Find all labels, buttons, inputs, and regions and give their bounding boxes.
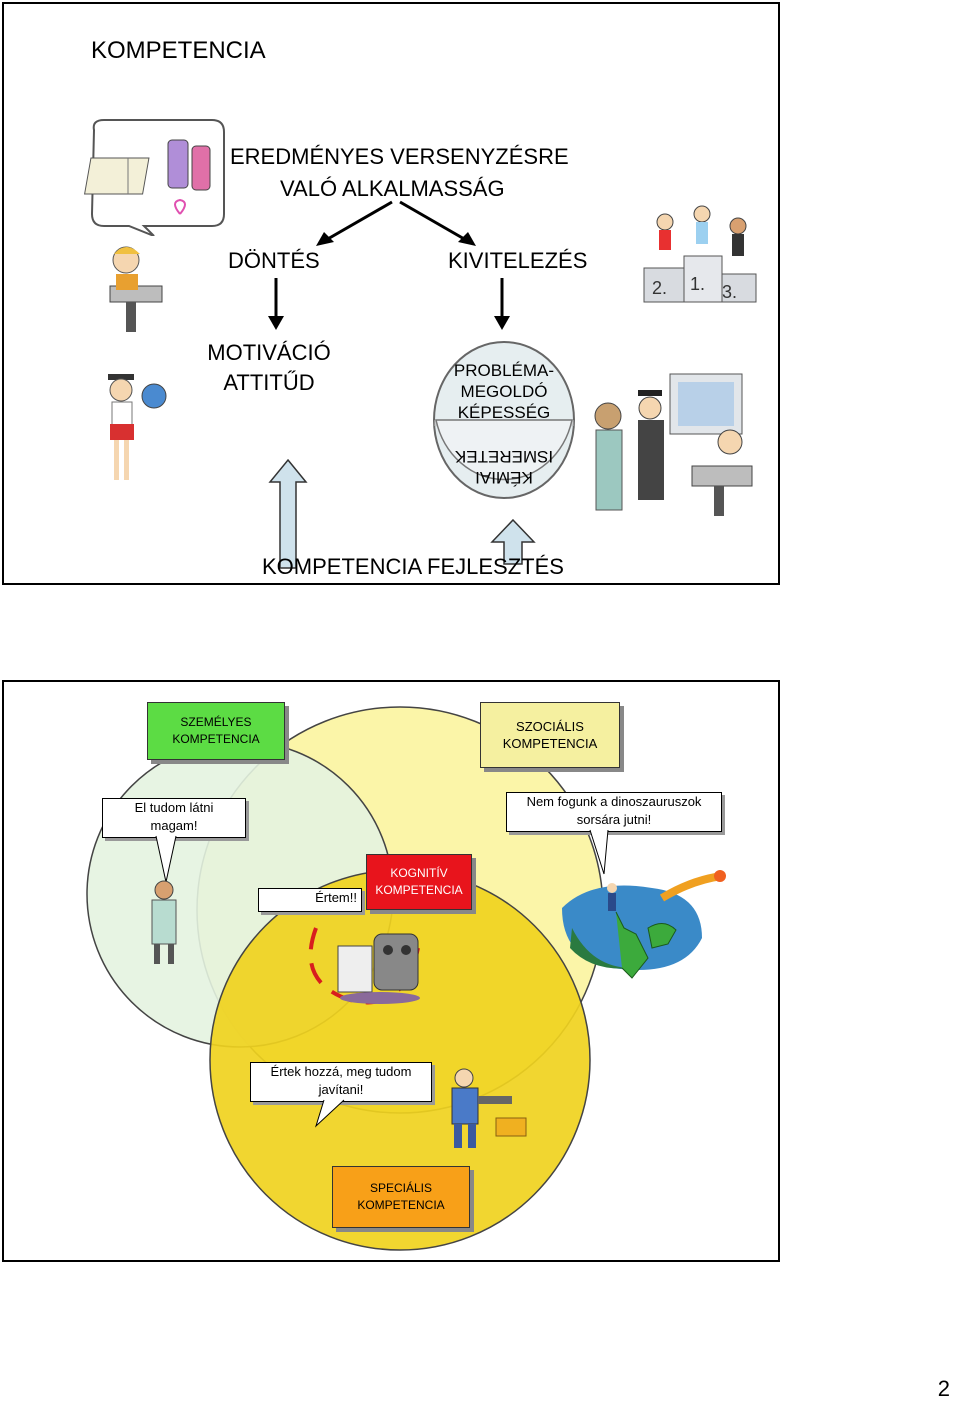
cognitive-speech-bubble: Értem!! — [258, 888, 362, 912]
teacher-and-lab-image — [594, 373, 753, 516]
decision-label: DÖNTÉS — [228, 248, 320, 273]
special-tab-line-1: SPECIÁLIS — [369, 1181, 433, 1195]
podium-second: 2. — [652, 278, 668, 298]
down-arrow-right — [494, 278, 510, 330]
cognitive-bubble-text: Értem!! — [315, 890, 357, 905]
special-tab-line-2: KOMPETENCIA — [357, 1198, 445, 1212]
personal-bubble-line-2: magam! — [150, 818, 198, 833]
social-bubble-line-1: Nem fogunk a dinoszauruszok — [526, 794, 702, 809]
execution-label: KIVITELEZÉS — [448, 248, 588, 273]
dinosaur-scene-image — [562, 870, 726, 979]
motivation-line-2: ATTITŰD — [223, 370, 315, 395]
competence-development-label: KOMPETENCIA FEJLESZTÉS — [262, 554, 564, 579]
personal-competence-tab: SZEMÉLYES KOMPETENCIA — [147, 702, 285, 760]
social-tab-line-2: KOMPETENCIA — [502, 736, 598, 751]
thought-cloud-image — [84, 119, 225, 236]
slide-title: KOMPETENCIA — [91, 37, 266, 64]
goal-line-1: EREDMÉNYES VERSENYZÉSRE — [230, 144, 569, 169]
problem-solving-line-1: PROBLÉMA- — [453, 361, 555, 380]
social-speech-bubble: Nem fogunk a dinoszauruszok sorsára jutn… — [506, 792, 722, 832]
slide-competence-venn: SZEMÉLYES KOMPETENCIA SZOCIÁLIS KOMPETEN… — [2, 680, 780, 1262]
podium-image — [643, 205, 757, 303]
goal-line-2: VALÓ ALKALMASSÁG — [280, 176, 505, 201]
cognitive-tab-line-2: KOMPETENCIA — [375, 883, 463, 897]
personal-tab-line-1: SZEMÉLYES — [180, 715, 252, 729]
social-tab-line-1: SZOCIÁLIS — [516, 719, 584, 734]
social-competence-tab: SZOCIÁLIS KOMPETENCIA — [480, 702, 620, 768]
down-arrow-left — [268, 278, 284, 330]
cognitive-tab-line-1: KOGNITÍV — [390, 866, 448, 880]
special-bubble-line-1: Értek hozzá, meg tudom — [270, 1064, 412, 1079]
problem-solving-line-2: MEGOLDÓ — [460, 382, 548, 401]
personal-tab-line-2: KOMPETENCIA — [172, 732, 260, 746]
podium-first: 1. — [690, 274, 706, 294]
page-number: 2 — [937, 1376, 950, 1401]
up-arrow-left — [268, 458, 308, 569]
special-bubble-line-2: javítani! — [318, 1082, 364, 1097]
podium-third: 3. — [722, 282, 738, 302]
knowledge-circle — [433, 341, 575, 499]
special-speech-bubble: Értek hozzá, meg tudom javítani! — [250, 1062, 432, 1102]
motivation-line-1: MOTIVÁCIÓ — [207, 340, 331, 365]
special-competence-tab: SPECIÁLIS KOMPETENCIA — [332, 1166, 470, 1228]
slide-competence-overview: KOMPETENCIA EREDMÉNYES VERSENYZÉSRE VALÓ… — [2, 2, 780, 585]
diverging-arrows — [316, 200, 476, 246]
mechanic-figure-image — [451, 1068, 527, 1148]
social-bubble-line-2: sorsára jutni! — [576, 812, 652, 827]
personal-bubble-line-1: El tudom látni — [134, 800, 214, 815]
chemistry-line-2: ISMERETEK — [454, 447, 554, 466]
student-at-desk-image — [109, 246, 163, 332]
cognitive-competence-tab: KOGNITÍV KOMPETENCIA — [366, 854, 472, 910]
chemistry-line-1: KÉMIAI — [475, 468, 533, 487]
problem-solving-line-3: KÉPESSÉG — [457, 403, 551, 422]
up-arrow-right — [490, 518, 536, 565]
callout-pointers — [155, 829, 609, 1128]
scientist-figure-image — [151, 880, 177, 964]
robot-reading-image — [337, 933, 420, 1004]
graduate-girl-image — [108, 374, 167, 480]
